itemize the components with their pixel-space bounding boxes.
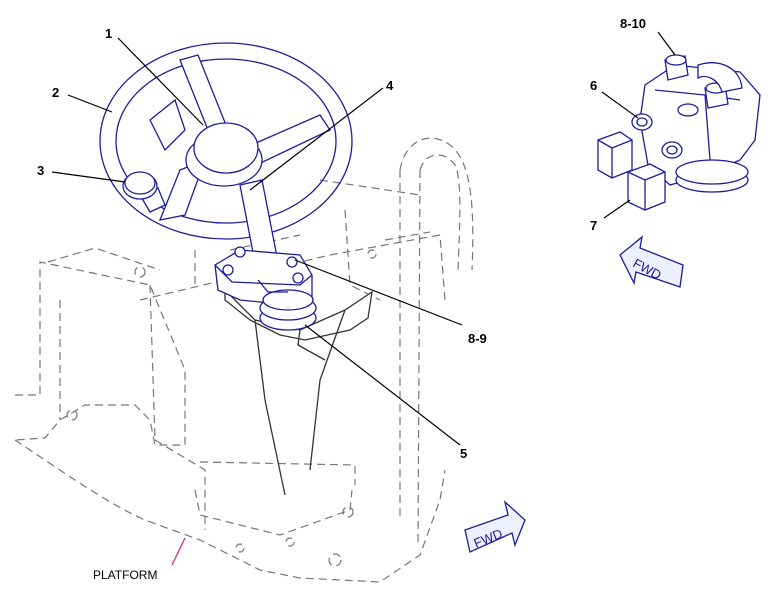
detail-control-unit [597,54,761,211]
steering-valve [214,246,317,331]
spinner-knob [122,171,166,213]
column-housing [224,288,373,496]
callout-labels: 1 2 3 4 5 8-9 8-10 6 7 PLATFORM [37,16,646,582]
callout-5: 5 [460,446,467,461]
hub-cap [185,122,263,187]
callout-4: 4 [386,78,394,93]
platform-label: PLATFORM [93,568,157,582]
callout-8-10: 8-10 [620,16,646,31]
platform-structure [14,137,474,583]
callout-6: 6 [590,78,597,93]
leader-lines [51,31,676,566]
callout-8-9: 8-9 [468,331,487,346]
callout-2: 2 [52,85,59,100]
fwd-arrow-detail: FWD [619,235,684,288]
callout-7: 7 [590,218,597,233]
callout-1: 1 [105,26,112,41]
fwd-arrow-main: FWD [464,500,526,553]
callout-3: 3 [37,163,44,178]
